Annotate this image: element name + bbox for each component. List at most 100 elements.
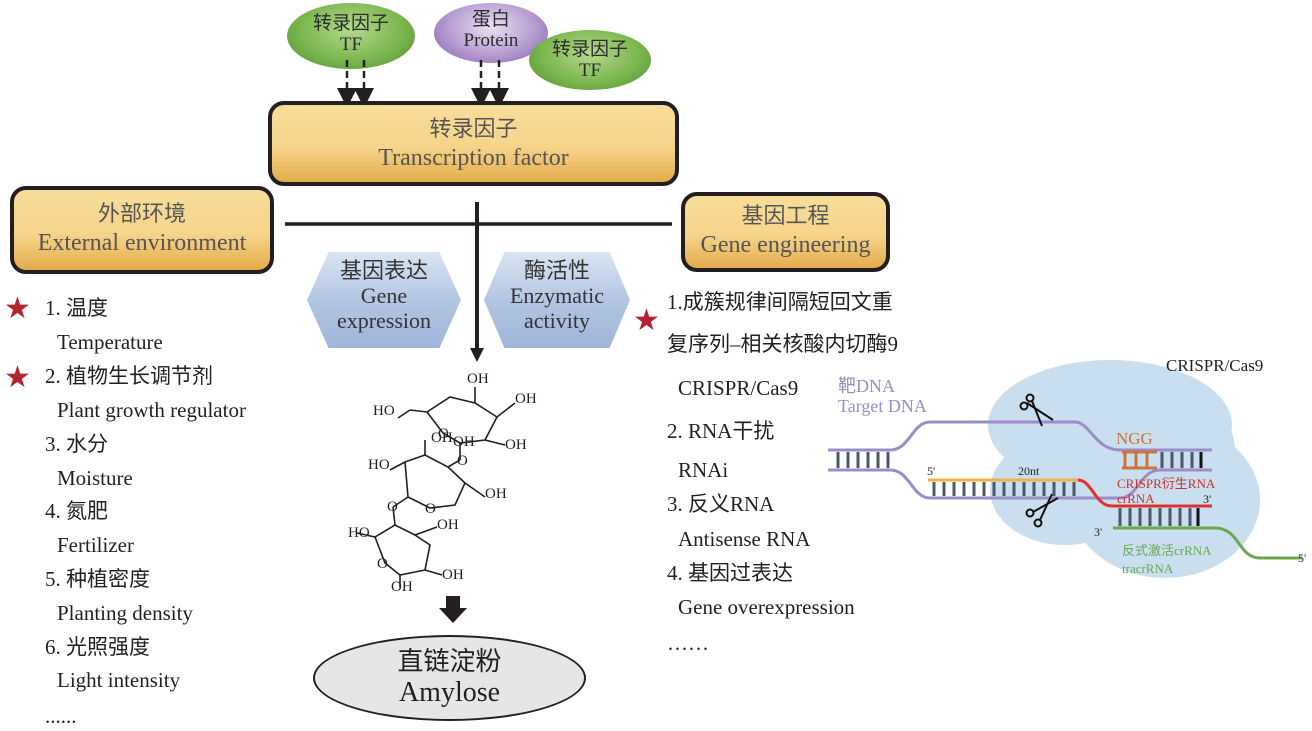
tf-node-left: 转录因子 TF: [287, 3, 415, 69]
star-icon: ★: [4, 292, 31, 325]
factor-2-zh: 2. 植物生长调节剂: [45, 364, 213, 388]
protein-node-en: Protein: [463, 30, 519, 51]
enzymatic-activity-en2: activity: [524, 308, 590, 333]
enzymatic-activity-zh: 酶活性: [523, 258, 590, 283]
method-1-zh: 1.成簇规律间隔短回文重: [667, 290, 893, 314]
mol-label: OH: [437, 517, 459, 533]
tf-node-left-en: TF: [339, 34, 363, 55]
dna-rungs-left: [836, 452, 890, 468]
method-1-zh2: 复序列–相关核酸内切酶9: [667, 332, 898, 356]
transcription-factor-box: 转录因子 Transcription factor: [268, 101, 679, 186]
mol-label: OH: [442, 567, 464, 583]
mol-label: HO: [348, 525, 370, 541]
factor-4-zh: 4. 氮肥: [45, 499, 108, 523]
three-prime-label: 3': [1203, 492, 1211, 506]
scissors-icon: [1019, 393, 1054, 427]
factor-3-zh: 3. 水分: [45, 432, 108, 456]
gene-expression-en2: expression: [336, 308, 432, 333]
mol-label: O: [387, 499, 398, 515]
crrna-strand: [1077, 478, 1212, 508]
factor-more: ......: [45, 704, 77, 728]
block-arrow-down: [439, 596, 467, 623]
mol-label: O: [457, 453, 468, 469]
mol-label: HO: [373, 403, 395, 419]
gene-expression-hexagon: 基因表达 Gene expression: [307, 252, 461, 348]
pam-label: NGG: [1116, 429, 1153, 448]
amylose-structure: OH OH HO OH OH HO O O OH O OH O HO OH O …: [348, 371, 537, 595]
transcription-factor-en: Transcription factor: [378, 145, 569, 171]
mol-label: OH: [431, 430, 453, 446]
mol-label: OH: [515, 391, 537, 407]
factor-5-zh: 5. 种植密度: [45, 567, 150, 591]
factor-6-zh: 6. 光照强度: [45, 635, 150, 659]
factor-5-en: Planting density: [57, 601, 193, 625]
amylose-en: Amylose: [398, 677, 501, 708]
star-icon: ★: [4, 361, 31, 394]
tracrrna-strand: [1113, 526, 1302, 560]
external-environment-zh: 外部环境: [97, 201, 186, 226]
crrna-en-label: crRNA: [1117, 491, 1155, 506]
tf-node-right-zh: 转录因子: [551, 39, 628, 60]
mol-label: OH: [453, 434, 475, 450]
vertical-arrow-head: [470, 348, 484, 362]
enzymatic-activity-hexagon: 酶活性 Enzymatic activity: [484, 252, 630, 348]
crrna-zh-label: CRISPR衍生RNA: [1117, 476, 1216, 491]
transcription-factor-zh: 转录因子: [429, 116, 518, 141]
crispr-cas9-diagram: CRISPR/Cas9 靶DNA Target DNA NGG 5' 20nt …: [828, 356, 1306, 578]
factor-1-en: Temperature: [57, 330, 163, 354]
enzymatic-activity-en1: Enzymatic: [509, 283, 605, 308]
crispr-title: CRISPR/Cas9: [1166, 356, 1263, 375]
guide-rungs: [932, 482, 1076, 496]
mol-label: OH: [391, 579, 413, 595]
external-environment-en: External environment: [37, 230, 247, 256]
gene-engineering-box: 基因工程 Gene engineering: [681, 192, 890, 272]
mol-label: HO: [368, 457, 390, 473]
five-prime-label: 5': [927, 464, 935, 478]
mol-label: O: [377, 556, 388, 572]
target-dna-en: Target DNA: [838, 396, 927, 416]
tracr-en-label: tracrRNA: [1122, 561, 1174, 576]
pam-site: [1122, 450, 1157, 470]
protein-node: 蛋白 Protein: [434, 3, 548, 63]
target-dna-zh: 靶DNA: [838, 376, 895, 396]
gene-engineering-en: Gene engineering: [700, 232, 871, 258]
method-4-en: Gene overexpression: [678, 595, 855, 619]
three-prime-label: 3': [1094, 525, 1102, 539]
scissors-icon: [1025, 493, 1059, 528]
method-3-en: Antisense RNA: [678, 527, 811, 551]
star-icon: ★: [633, 304, 660, 337]
amylose-zh: 直链淀粉: [397, 647, 502, 676]
method-2-zh: 2. RNA干扰: [667, 419, 775, 443]
mol-label: O: [425, 501, 436, 517]
five-prime-label: 5': [1298, 551, 1306, 565]
guide-length-label: 20nt: [1018, 464, 1040, 478]
tf-node-right-en: TF: [578, 60, 602, 81]
method-1-en: CRISPR/Cas9: [678, 376, 799, 400]
factor-4-en: Fertilizer: [57, 533, 134, 557]
tf-node-right: 转录因子 TF: [529, 30, 651, 90]
protein-node-zh: 蛋白: [471, 9, 510, 30]
mol-label: OH: [505, 437, 527, 453]
factor-6-en: Light intensity: [57, 668, 181, 692]
external-environment-box: 外部环境 External environment: [10, 186, 274, 274]
gene-engineering-zh: 基因工程: [741, 203, 830, 228]
dna-rungs-right: [1160, 452, 1194, 468]
method-3-zh: 3. 反义RNA: [667, 492, 775, 516]
mol-label: O: [438, 426, 449, 442]
factor-3-en: Moisture: [57, 466, 133, 490]
mol-label: OH: [467, 371, 489, 387]
amylose-ellipse: 直链淀粉 Amylose: [313, 635, 586, 721]
factor-2-en: Plant growth regulator: [57, 398, 246, 422]
crrna-rungs: [1118, 508, 1192, 526]
dashed-arrows: [337, 60, 509, 108]
method-2-en: RNAi: [678, 458, 729, 482]
target-dna-strands: [828, 420, 1212, 500]
method-4-zh: 4. 基因过表达: [667, 561, 793, 585]
tf-node-left-zh: 转录因子: [312, 13, 389, 34]
gene-expression-zh: 基因表达: [339, 258, 428, 283]
gene-expression-en1: Gene: [360, 283, 408, 308]
mol-label: OH: [485, 486, 507, 502]
method-more: ……: [667, 631, 709, 655]
factor-1-zh: 1. 温度: [45, 296, 108, 320]
